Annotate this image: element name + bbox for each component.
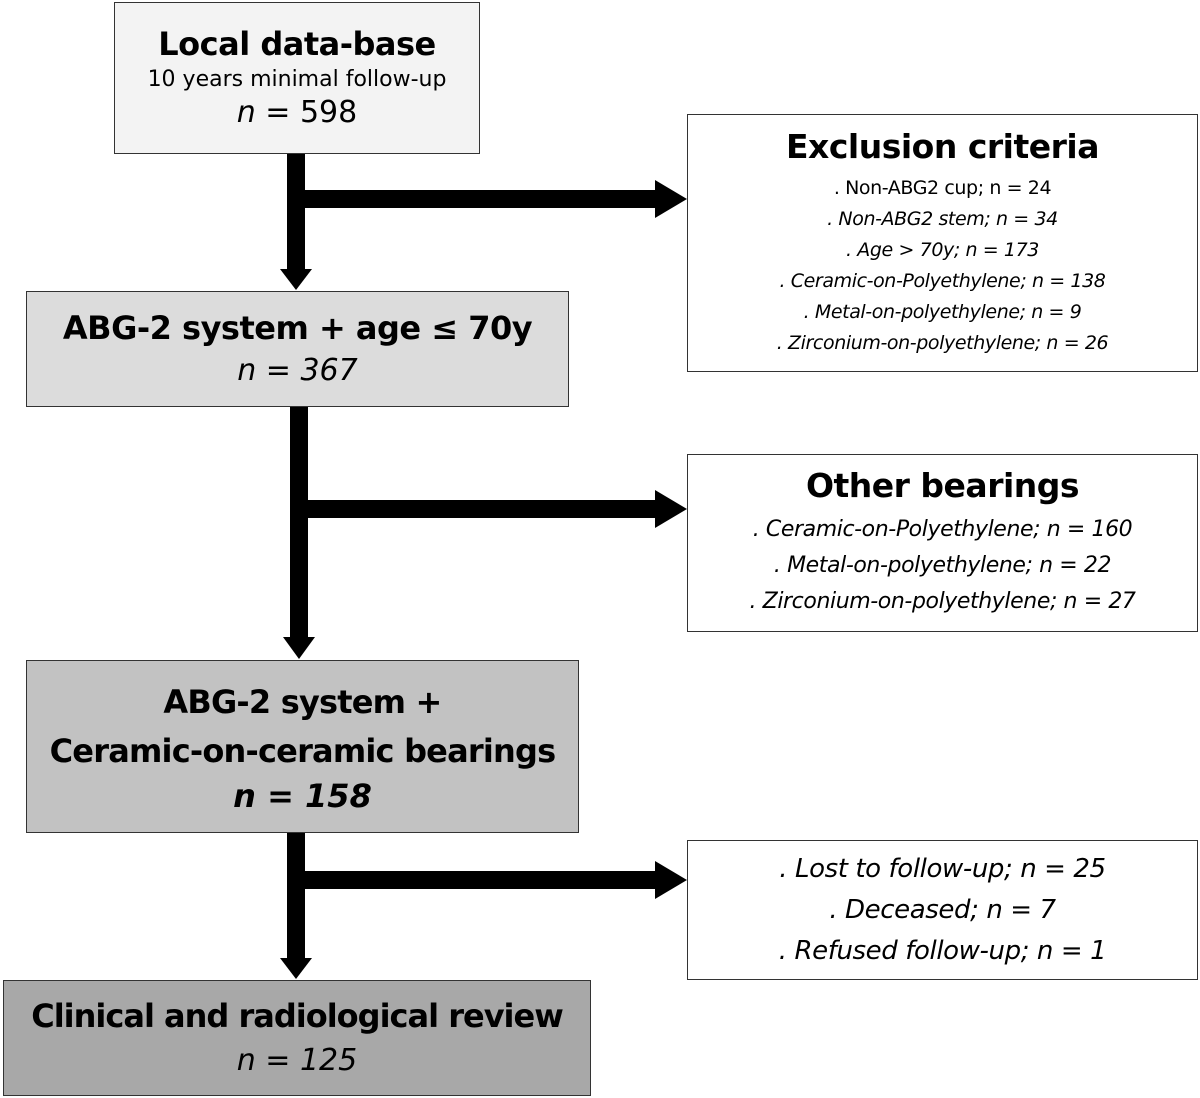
exclusion-criteria-title: Exclusion criteria [786, 127, 1099, 167]
local-database-count-value: = 598 [255, 95, 358, 131]
flow-arrow-head-2 [283, 637, 315, 659]
clinical-review-box: Clinical and radiological review n = 125 [3, 980, 591, 1096]
other-bearings-box: Other bearings . Ceramic-on-Polyethylene… [687, 454, 1198, 632]
clinical-review-title: Clinical and radiological review [31, 996, 564, 1035]
flow-arrow-head-3 [280, 958, 312, 979]
other-bearings-title: Other bearings [805, 466, 1080, 506]
branch-arrow-shaft-3 [305, 871, 655, 889]
branch-arrow-shaft-2 [308, 500, 655, 518]
local-database-count: n = 598 [237, 95, 358, 131]
exclusion-item: . Non-ABG2 cup; n = 24 [833, 176, 1052, 199]
local-database-count-label: n [236, 95, 256, 131]
branch-arrow-head-3 [655, 861, 687, 899]
exclusion-item: . Ceramic-on-Polyethylene; n = 138 [779, 269, 1106, 292]
lost-follow-up-item: . Lost to follow-up; n = 25 [779, 853, 1106, 884]
ceramic-bearings-count: n = 158 [233, 776, 372, 815]
exclusion-criteria-box: Exclusion criteria . Non-ABG2 cup; n = 2… [687, 114, 1198, 372]
local-database-subtitle: 10 years minimal follow-up [147, 67, 447, 92]
branch-arrow-shaft-1 [305, 190, 655, 208]
flow-arrow-shaft-3 [287, 833, 305, 958]
branch-arrow-head-1 [655, 180, 687, 218]
clinical-review-count: n = 125 [236, 1043, 358, 1079]
flow-arrow-head-1 [280, 269, 312, 290]
local-database-title: Local data-base [158, 24, 436, 63]
exclusion-item: . Metal-on-polyethylene; n = 9 [803, 300, 1082, 323]
abg2-age-box: ABG-2 system + age ≤ 70y n = 367 [26, 291, 569, 407]
branch-arrow-head-2 [655, 490, 687, 528]
exclusion-item: . Non-ABG2 stem; n = 34 [827, 207, 1058, 230]
ceramic-bearings-title-line1: ABG-2 system + [163, 682, 442, 721]
lost-follow-up-box: . Lost to follow-up; n = 25 . Deceased; … [687, 840, 1198, 980]
ceramic-bearings-box: ABG-2 system + Ceramic-on-ceramic bearin… [26, 660, 579, 833]
other-bearings-item: . Ceramic-on-Polyethylene; n = 160 [752, 516, 1133, 542]
flow-arrow-shaft-1 [287, 154, 305, 269]
local-database-box: Local data-base 10 years minimal follow-… [114, 2, 480, 154]
lost-follow-up-item: . Refused follow-up; n = 1 [778, 935, 1107, 966]
exclusion-item: . Age > 70y; n = 173 [846, 238, 1039, 261]
abg2-age-title: ABG-2 system + age ≤ 70y [62, 308, 533, 347]
exclusion-item: . Zirconium-on-polyethylene; n = 26 [776, 331, 1109, 354]
ceramic-bearings-title-line2: Ceramic-on-ceramic bearings [49, 732, 557, 771]
lost-follow-up-item: . Deceased; n = 7 [829, 894, 1056, 925]
abg2-age-count: n = 367 [237, 353, 358, 389]
other-bearings-item: . Zirconium-on-polyethylene; n = 27 [749, 588, 1136, 614]
flow-arrow-shaft-2 [290, 407, 308, 637]
other-bearings-item: . Metal-on-polyethylene; n = 22 [773, 552, 1112, 578]
